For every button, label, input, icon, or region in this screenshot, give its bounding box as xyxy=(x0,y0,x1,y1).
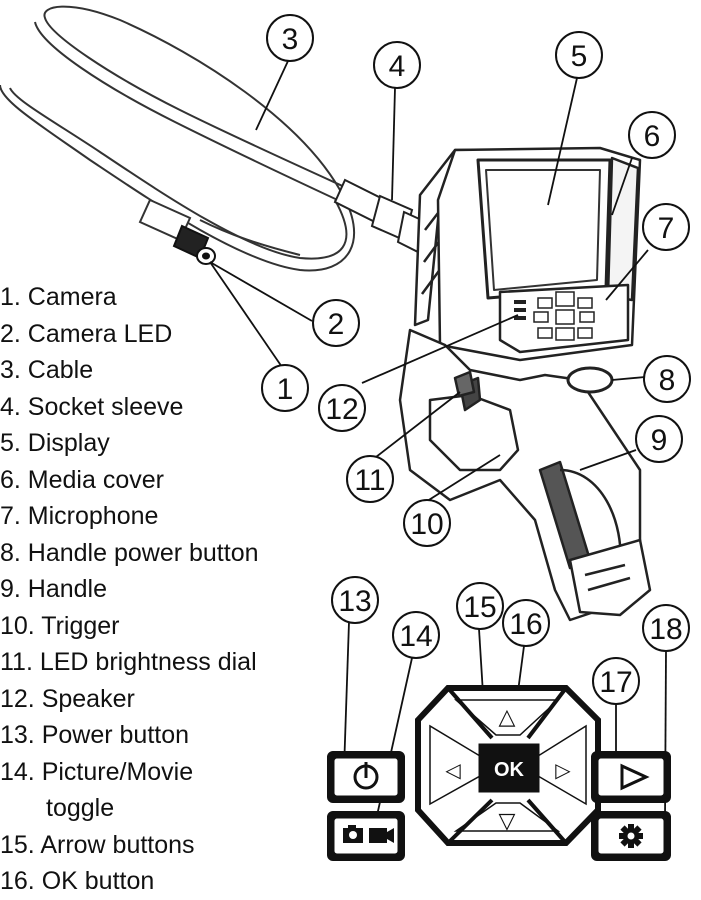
diagram-stage: OK △ ▽ ◁ ▷ xyxy=(0,5,691,895)
arrow-right-icon[interactable]: ▷ xyxy=(555,758,571,782)
legend-item: 5. Display xyxy=(0,425,340,462)
legend-item-text: 13. Power button xyxy=(0,721,190,749)
callout-8: 8 xyxy=(643,355,691,403)
svg-text:18: 18 xyxy=(649,613,682,646)
power-icon xyxy=(353,762,379,790)
svg-text:8: 8 xyxy=(659,364,676,397)
callout-7: 7 xyxy=(642,203,690,251)
legend-item-text: 12. Speaker xyxy=(0,684,135,713)
legend-item: 14. Picture/Movie toggle xyxy=(0,754,340,827)
arrow-down-icon[interactable]: ▽ xyxy=(499,809,516,834)
svg-text:13: 13 xyxy=(338,585,371,618)
svg-text:2: 2 xyxy=(328,308,345,341)
callout-circles: 3 4 5 6 7 2 1 12 8 9 11 10 13 14 15 16 1… xyxy=(261,14,691,705)
parts-legend: 1. Camera 2. Camera LED 3. Cable 4. Sock… xyxy=(0,279,340,900)
callout-16: 16 xyxy=(502,599,550,647)
play-icon xyxy=(620,763,650,791)
callout-18: 18 xyxy=(642,604,690,652)
callout-2: 2 xyxy=(312,299,360,347)
legend-item-text: 2. Camera LED xyxy=(0,319,173,348)
svg-text:6: 6 xyxy=(644,120,661,153)
legend-item-text: 15. Arrow buttons xyxy=(0,830,195,859)
callout-17: 17 xyxy=(592,657,640,705)
svg-text:17: 17 xyxy=(599,666,632,699)
device-illustration: OK △ ▽ ◁ ▷ xyxy=(0,5,691,861)
svg-text:14: 14 xyxy=(399,620,432,653)
legend-item: 7. Microphone xyxy=(0,498,340,535)
legend-item-text: 11. LED brightness dial xyxy=(0,648,257,676)
arrow-left-icon[interactable]: ◁ xyxy=(444,758,461,782)
legend-item-text: 7. Microphone xyxy=(0,502,159,530)
legend-item-continuation: toggle xyxy=(46,794,115,822)
legend-item: 9. Handle xyxy=(0,571,340,608)
svg-text:3: 3 xyxy=(282,23,299,56)
ok-label: OK xyxy=(494,759,525,781)
legend-item-text: 1. Camera xyxy=(0,283,117,311)
legend-item-text: 10. Trigger xyxy=(0,611,120,640)
legend-item: 16. OK button xyxy=(0,863,340,900)
callout-15: 15 xyxy=(456,582,504,630)
callout-6: 6 xyxy=(628,111,676,159)
svg-text:11: 11 xyxy=(354,464,385,497)
legend-item: 6. Media cover xyxy=(0,462,340,499)
legend-item-text: 9. Handle xyxy=(0,575,108,603)
socket-sleeve xyxy=(333,178,428,254)
callout-13: 13 xyxy=(331,576,379,624)
callout-1: 1 xyxy=(261,364,309,412)
legend-item: 2. Camera LED xyxy=(0,316,340,353)
legend-item-text: 8. Handle power button xyxy=(0,538,259,567)
gear-icon xyxy=(619,824,643,848)
legend-item-text: 6. Media cover xyxy=(0,465,164,494)
legend-item-text: 5. Display xyxy=(0,429,110,457)
svg-text:7: 7 xyxy=(658,212,675,245)
callout-4: 4 xyxy=(373,41,421,89)
svg-text:4: 4 xyxy=(389,50,406,83)
svg-text:10: 10 xyxy=(410,508,443,541)
legend-item-text: 3. Cable xyxy=(0,356,94,384)
legend-item-text: 14. Picture/Movie xyxy=(0,757,194,786)
callout-3: 3 xyxy=(266,14,314,62)
cable xyxy=(0,5,396,272)
svg-text:9: 9 xyxy=(651,424,668,457)
legend-item-text: 4. Socket sleeve xyxy=(0,392,184,421)
svg-text:1: 1 xyxy=(277,373,294,406)
camera-movie-icon xyxy=(343,825,394,843)
legend-item: 15. Arrow buttons xyxy=(0,827,340,864)
svg-text:12: 12 xyxy=(325,393,358,426)
arrow-up-icon[interactable]: △ xyxy=(499,705,516,730)
keypad-enlargement: OK △ ▽ ◁ ▷ xyxy=(327,685,671,861)
legend-item: 11. LED brightness dial xyxy=(0,644,340,681)
legend-item: 13. Power button xyxy=(0,717,340,754)
callout-12: 12 xyxy=(318,384,366,432)
svg-text:5: 5 xyxy=(571,40,588,73)
device-mini-keypad xyxy=(533,291,595,341)
callout-5: 5 xyxy=(555,31,603,79)
svg-text:16: 16 xyxy=(509,608,542,641)
callout-11: 11 xyxy=(346,455,394,503)
callout-10: 10 xyxy=(403,499,451,547)
legend-item: 3. Cable xyxy=(0,352,340,389)
speaker-grill xyxy=(514,300,526,320)
legend-item: 10. Trigger xyxy=(0,608,340,645)
device-body xyxy=(398,146,652,622)
callout-9: 9 xyxy=(635,415,683,463)
legend-item-text: 16. OK button xyxy=(0,867,155,895)
svg-text:15: 15 xyxy=(463,591,496,624)
camera-tip xyxy=(138,198,216,265)
legend-item: 12. Speaker xyxy=(0,681,340,718)
legend-item: 8. Handle power button xyxy=(0,535,340,572)
legend-item: 4. Socket sleeve xyxy=(0,389,340,426)
ok-button[interactable] xyxy=(478,743,540,793)
legend-item: 1. Camera xyxy=(0,279,340,316)
callout-14: 14 xyxy=(392,611,440,659)
